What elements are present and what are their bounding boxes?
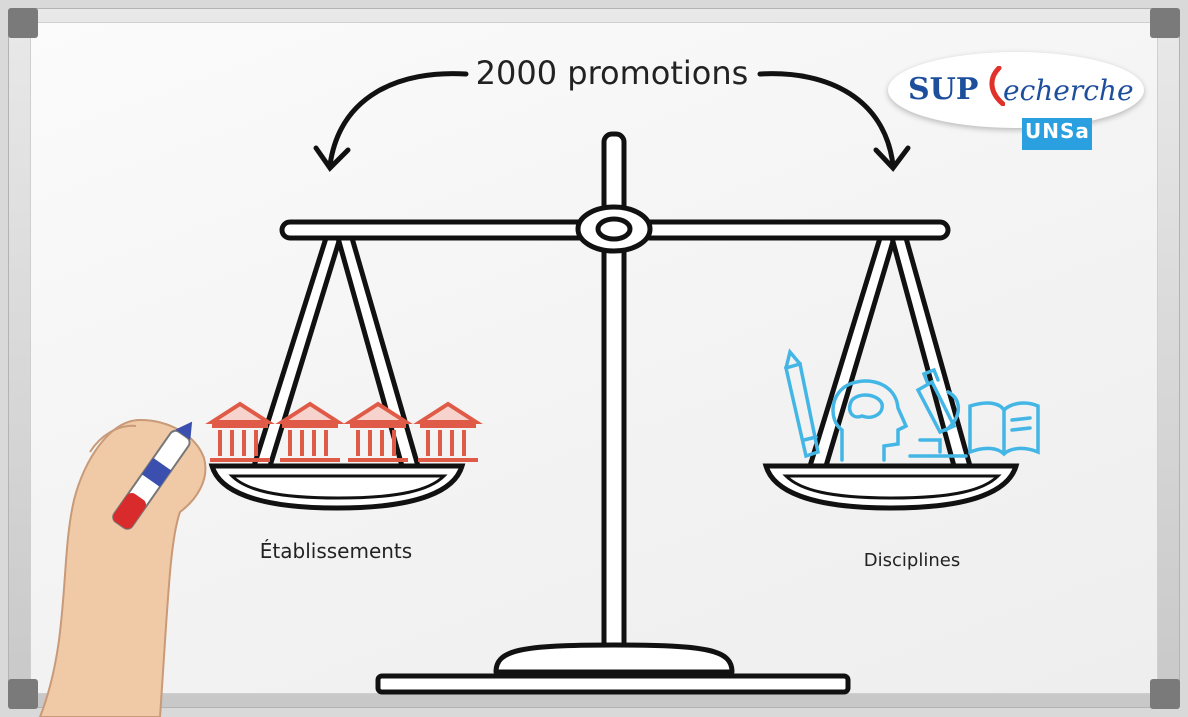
balance-scale-icon bbox=[279, 131, 951, 695]
disciplines-icons bbox=[783, 348, 1040, 462]
unsa-text: UNSa bbox=[1025, 119, 1090, 143]
establishments-icons bbox=[205, 401, 483, 462]
frame-corner bbox=[1150, 679, 1180, 709]
building-icon bbox=[205, 401, 275, 462]
building-icon bbox=[343, 401, 413, 462]
whiteboard-surface bbox=[30, 22, 1158, 694]
logo-swoosh-icon bbox=[989, 66, 1005, 106]
headline-text: 2000 promotions bbox=[476, 54, 749, 92]
building-icon bbox=[413, 401, 483, 462]
left-arrow-icon bbox=[313, 71, 469, 172]
right-pan-supports bbox=[806, 235, 974, 469]
hand-with-marker-icon bbox=[38, 418, 207, 717]
left-pan-supports bbox=[250, 235, 422, 469]
left-pan-label: Établissements bbox=[260, 539, 412, 563]
right-pan bbox=[762, 463, 1020, 511]
logo-sup-text: SUP bbox=[908, 72, 979, 107]
unsa-badge bbox=[1022, 118, 1092, 150]
frame-corner bbox=[8, 8, 38, 38]
book-icon bbox=[968, 401, 1040, 457]
brain-head-icon bbox=[831, 379, 909, 462]
building-icon bbox=[275, 401, 345, 462]
frame-corner bbox=[8, 679, 38, 709]
frame-corner bbox=[1150, 8, 1180, 38]
logo-recherche-text: echerche bbox=[1003, 74, 1134, 107]
microscope-icon bbox=[908, 367, 968, 458]
logo-badge bbox=[888, 52, 1144, 128]
right-arrow-icon bbox=[757, 71, 911, 172]
left-pan bbox=[208, 463, 466, 511]
pencil-icon bbox=[783, 348, 821, 459]
right-pan-label: Disciplines bbox=[864, 550, 960, 571]
